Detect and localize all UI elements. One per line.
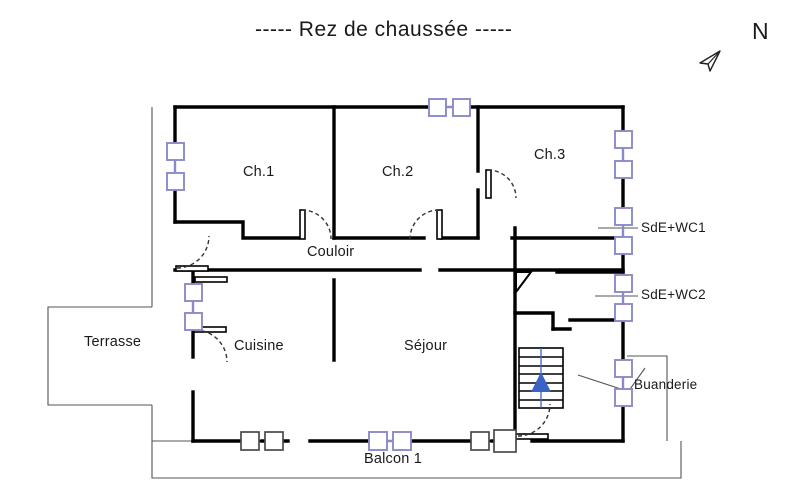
window-right-buanderie [614,359,633,407]
leader-buanderie-b [627,367,646,393]
room-label-balcon1: Balcon 1 [364,451,423,467]
door-sejour-balcon [515,403,551,440]
door-ch1 [299,209,332,240]
door-cuisine-top [194,276,228,283]
terrasse-outline [47,306,152,406]
window-top-wall [428,98,471,117]
window-right-sde-wc2 [614,274,633,322]
thin-outline-group [47,107,682,479]
window-left-cuisine [184,283,203,331]
room-label-terrasse: Terrasse [84,334,142,350]
door-ch2 [409,209,443,240]
north-arrow-icon [699,50,721,72]
window-bottom-b [368,431,412,451]
window-bottom-c [470,429,517,453]
window-bottom-a [240,431,284,451]
wall-stair-jog-top [513,311,555,331]
walls-group [173,105,625,443]
stair-nosing-marker [515,271,533,295]
buanderie-outline [627,355,668,441]
annotation-buanderie: Buanderie [634,377,698,392]
wall-ch1-bottom [173,220,300,240]
north-label: N [752,18,769,44]
room-label-ch1: Ch.1 [243,164,275,180]
staircase [518,347,564,409]
annotation-sde-wc1: SdE+WC1 [641,220,706,235]
annotation-sde-wc2: SdE+WC2 [641,287,706,302]
doors-group [175,169,551,440]
page-title: ----- Rez de chaussée ----- [255,18,513,41]
up-arrow-icon [531,372,551,392]
room-label-ch2: Ch.2 [382,164,414,180]
room-label-sejour: Séjour [404,338,448,354]
window-right-ch3 [614,130,633,179]
balcon1-outline [151,441,682,479]
door-corridor-west [175,235,210,272]
windows-group [166,98,633,453]
door-ch3 [485,169,517,199]
window-right-sde-wc1 [614,207,633,255]
door-cuisine-terrasse [193,326,228,363]
window-left-ch1 [166,142,185,191]
room-label-couloir: Couloir [307,244,355,260]
room-label-cuisine: Cuisine [234,338,284,354]
room-label-ch3: Ch.3 [534,147,566,163]
